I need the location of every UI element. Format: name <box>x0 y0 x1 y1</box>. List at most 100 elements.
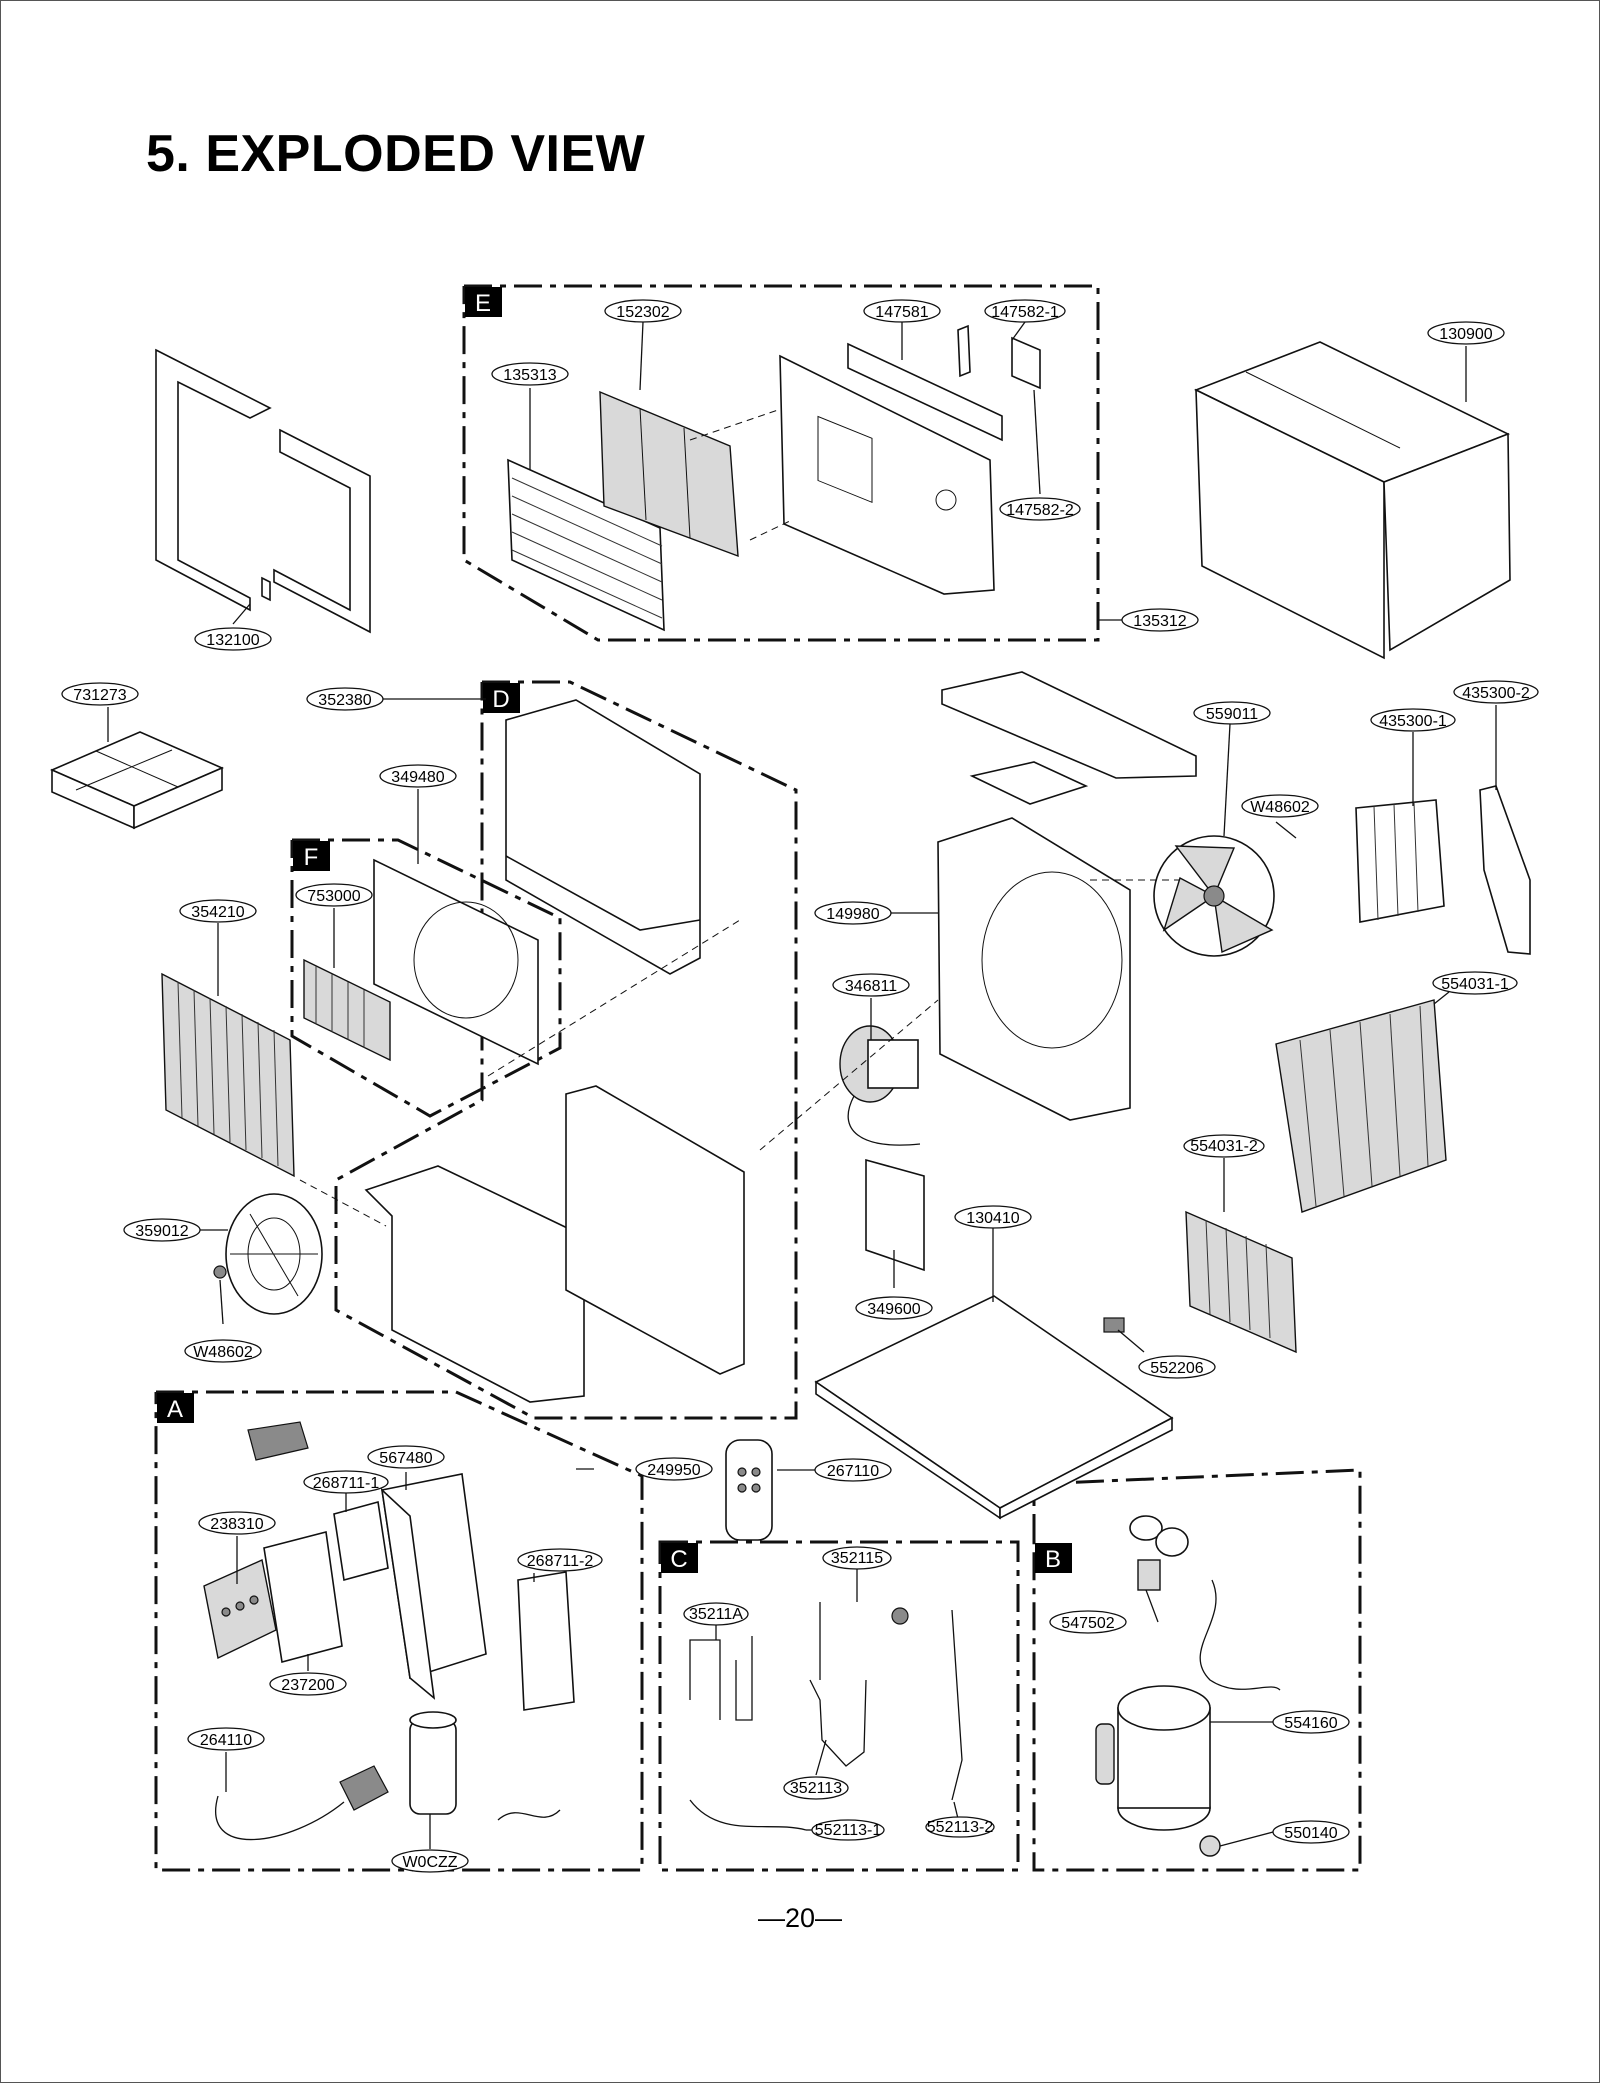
panel-237200 <box>263 1531 343 1664</box>
fan-motor <box>839 1025 921 1146</box>
group-border-f <box>290 838 562 1118</box>
pcb-268711-2 <box>517 1571 575 1711</box>
evaporator-coil <box>1275 999 1447 1213</box>
remote-control <box>725 1439 773 1541</box>
plug <box>339 1765 389 1811</box>
thermostat <box>1103 1317 1125 1333</box>
tube-352113 <box>809 1679 867 1767</box>
svg-text:152302: 152302 <box>616 304 669 321</box>
air-guide <box>364 1165 585 1403</box>
bracket-147582-2 <box>1011 336 1041 390</box>
svg-text:268711-2: 268711-2 <box>527 1553 594 1570</box>
callout-147582-2: 147582-2 <box>999 497 1081 521</box>
callout-349480: 349480 <box>379 764 457 788</box>
callout-547502: 547502 <box>1049 1610 1127 1634</box>
air-filter <box>599 390 739 558</box>
callout-435300-1: 435300-1 <box>1370 708 1456 732</box>
section-tag-b: B <box>1035 1543 1072 1573</box>
svg-text:132100: 132100 <box>206 632 259 649</box>
svg-text:135312: 135312 <box>1133 613 1186 630</box>
page-title: 5. EXPLODED VIEW <box>146 125 646 183</box>
control-panel-238310 <box>203 1559 277 1660</box>
partition-plate <box>565 1085 745 1375</box>
callout-147582-1: 147582-1 <box>984 299 1066 323</box>
svg-text:731273: 731273 <box>73 687 126 704</box>
svg-text:E: E <box>475 290 491 317</box>
callout-268711-1: 268711-1 <box>303 1470 389 1494</box>
callout-552206: 552206 <box>1138 1355 1216 1379</box>
svg-text:147582-1: 147582-1 <box>991 304 1059 321</box>
svg-text:554031-1: 554031-1 <box>1441 976 1509 993</box>
svg-text:435300-2: 435300-2 <box>1462 685 1530 702</box>
section-tag-e: E <box>465 287 502 317</box>
callout-753000: 753000 <box>295 883 373 907</box>
compressor <box>1095 1685 1211 1831</box>
group-borders <box>154 284 1362 1872</box>
svg-text:C: C <box>670 1546 687 1573</box>
condenser-coil <box>161 972 295 1178</box>
section-tags: E D F A C B <box>157 287 1072 1573</box>
callout-238310: 238310 <box>198 1511 276 1535</box>
svg-text:559011: 559011 <box>1206 706 1258 723</box>
svg-text:547502: 547502 <box>1061 1615 1114 1632</box>
svg-text:346811: 346811 <box>845 978 897 995</box>
callout-35211a: 35211A <box>683 1602 749 1626</box>
svg-text:264110: 264110 <box>200 1732 252 1749</box>
capillary-552113-1 <box>689 1799 807 1831</box>
svg-text:349480: 349480 <box>391 769 444 786</box>
strainer <box>891 1607 909 1625</box>
svg-text:554160: 554160 <box>1284 1715 1337 1732</box>
condenser-shroud <box>373 858 539 1066</box>
callout-352380: 352380 <box>306 687 384 711</box>
svg-text:354210: 354210 <box>191 904 244 921</box>
callout-135313: 135313 <box>491 362 569 386</box>
air-duct <box>941 671 1197 779</box>
svg-text:554031-2: 554031-2 <box>1190 1138 1258 1155</box>
svg-text:A: A <box>167 1396 183 1423</box>
svg-text:147582-2: 147582-2 <box>1006 502 1074 519</box>
callout-567480: 567480 <box>367 1445 445 1469</box>
part-number-callouts: 152302 147581 147582-1 135313 147582-2 1… <box>61 299 1539 1873</box>
callout-130410: 130410 <box>954 1205 1032 1229</box>
svg-text:B: B <box>1045 1546 1061 1573</box>
group-border-e <box>462 284 1100 642</box>
svg-text:237200: 237200 <box>281 1677 334 1694</box>
tube-35211a <box>689 1636 753 1721</box>
callout-130900: 130900 <box>1427 321 1505 345</box>
group-border-c <box>658 1540 1020 1872</box>
section-tag-f: F <box>293 841 330 871</box>
tube-552113-2 <box>951 1609 963 1801</box>
side-plate-435300-2 <box>1479 785 1531 955</box>
part-illustrations <box>49 324 1531 1857</box>
callout-554031-1: 554031-1 <box>1432 971 1518 995</box>
callout-147581: 147581 <box>863 299 941 323</box>
svg-text:130410: 130410 <box>966 1210 1019 1227</box>
callout-554031-2: 554031-2 <box>1183 1134 1265 1158</box>
rubber-grommet <box>1199 1835 1221 1857</box>
callout-552113-2: 552113-2 <box>925 1816 995 1838</box>
svg-text:238310: 238310 <box>210 1516 263 1533</box>
callout-135312: 135312 <box>1121 608 1199 632</box>
callout-264110: 264110 <box>187 1727 265 1751</box>
insulation-strip <box>247 1421 309 1461</box>
group-border-b <box>1032 1468 1362 1872</box>
svg-text:753000: 753000 <box>307 888 360 905</box>
svg-text:268711-1: 268711-1 <box>313 1475 380 1492</box>
svg-text:552113-1: 552113-1 <box>815 1822 882 1839</box>
base-pan <box>814 1295 1174 1520</box>
callout-354210: 354210 <box>179 899 257 923</box>
page-number: —20— <box>757 1903 843 1933</box>
duct-bracket <box>969 761 1089 805</box>
callout-249950: 249950 <box>635 1457 713 1481</box>
callout-152302: 152302 <box>604 299 682 323</box>
svg-text:552206: 552206 <box>1150 1360 1203 1377</box>
callout-268711-2: 268711-2 <box>517 1548 603 1572</box>
outer-cabinet <box>1194 341 1511 660</box>
svg-text:552113-2: 552113-2 <box>927 1819 994 1836</box>
svg-text:359012: 359012 <box>135 1223 188 1240</box>
callout-435300-2: 435300-2 <box>1453 680 1539 704</box>
svg-text:F: F <box>304 844 319 871</box>
group-border-a <box>154 1390 644 1872</box>
callout-w0czz: W0CZZ <box>391 1849 469 1873</box>
